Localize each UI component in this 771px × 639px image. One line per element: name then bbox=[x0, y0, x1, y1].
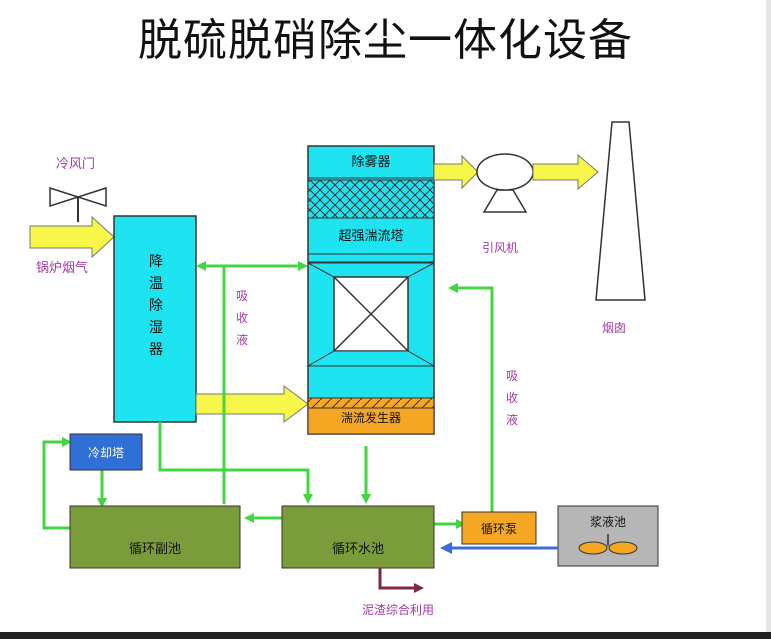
circulation-pump bbox=[461, 511, 537, 545]
pump-label: 循环泵 bbox=[481, 522, 517, 536]
chimney-icon bbox=[595, 121, 646, 301]
demister-label: 除雾器 bbox=[351, 155, 390, 170]
agitator-icon bbox=[578, 534, 638, 555]
dehumidifier-label-4: 湿 bbox=[149, 320, 163, 336]
screen-edge-right bbox=[766, 0, 771, 639]
cold-air-door-label: 冷风门 bbox=[56, 157, 95, 172]
turbulence-tower-label: 超强湍流塔 bbox=[338, 229, 403, 244]
page-title: 脱硫脱硝除尘一体化设备 bbox=[138, 15, 633, 66]
boiler-flue-gas-label: 锅炉烟气 bbox=[36, 260, 88, 276]
aux-to-cooling-tower-arrow bbox=[42, 437, 72, 530]
dehumidifier-label-1: 降 bbox=[149, 254, 163, 270]
cooling-tower-label: 冷却塔 bbox=[88, 446, 124, 460]
aux-circulation-pool bbox=[69, 505, 241, 569]
chimney-label: 烟囱 bbox=[602, 321, 626, 335]
absorbent-right-label-3: 液 bbox=[506, 412, 518, 427]
turbulence-generator-label: 湍流发生器 bbox=[341, 410, 401, 425]
slurry-pool-label: 浆液池 bbox=[590, 514, 626, 529]
cooling-dehumidifier bbox=[113, 215, 197, 423]
circulation-pool bbox=[281, 505, 435, 569]
screen-edge-bottom bbox=[0, 632, 771, 639]
flue-gas-inlet-arrow bbox=[29, 215, 115, 259]
absorbent-right-label-2: 收 bbox=[506, 391, 518, 405]
sludge-reuse-label: 泥渣综合利用 bbox=[362, 602, 434, 617]
gas-to-fan-arrow bbox=[433, 154, 479, 190]
circulation-pool-label: 循环水池 bbox=[332, 542, 384, 557]
demister-mesh bbox=[307, 179, 435, 219]
absorbent-right-label-1: 吸 bbox=[506, 369, 518, 383]
dehumidifier-drain-arrow bbox=[158, 422, 313, 504]
pump-to-tower-arrow bbox=[448, 283, 494, 512]
sludge-out-arrow bbox=[378, 568, 424, 593]
absorbent-left-label-2: 收 bbox=[236, 311, 248, 325]
dehumidifier-label-5: 器 bbox=[149, 342, 163, 358]
absorbent-left-label-3: 液 bbox=[236, 332, 248, 347]
cooling-tower bbox=[69, 433, 143, 471]
gas-to-generator-arrow bbox=[195, 385, 309, 423]
induced-fan-label: 引风机 bbox=[482, 241, 518, 255]
dehumidifier-label-2: 温 bbox=[149, 276, 163, 292]
aux-pool-label: 循环副池 bbox=[129, 542, 181, 557]
absorbent-left-label-1: 吸 bbox=[236, 289, 248, 303]
dehumidifier-label-3: 除 bbox=[149, 298, 163, 314]
damper-icon bbox=[49, 186, 107, 222]
gas-to-chimney-arrow bbox=[532, 153, 599, 191]
induced-fan-icon bbox=[476, 153, 534, 213]
